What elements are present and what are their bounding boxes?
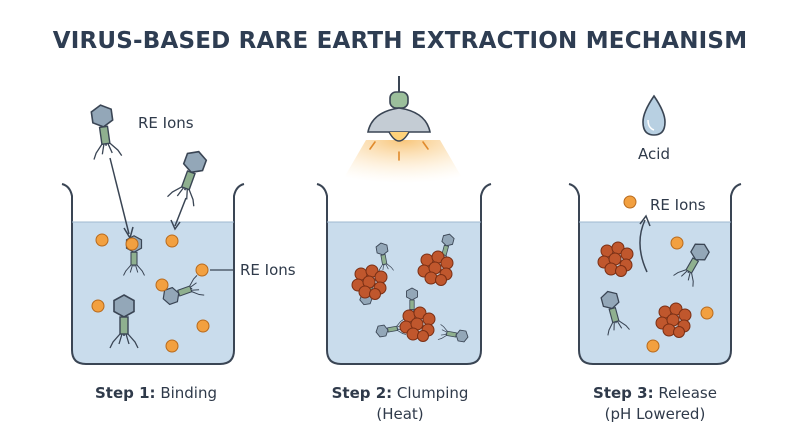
phage-icon — [166, 146, 213, 208]
re-ion — [700, 306, 714, 320]
bulb-icon — [388, 131, 410, 142]
re-ion — [125, 237, 139, 251]
acid-label: Acid — [638, 145, 670, 163]
re-ion-group — [91, 233, 210, 353]
re-ions-label: RE Ions — [138, 114, 194, 132]
arrow — [109, 157, 130, 235]
step-3-caption: Step 3: Release (pH Lowered) — [555, 383, 755, 425]
step-3-number: Step 3: — [593, 384, 654, 402]
step-3-text: Release — [658, 384, 717, 402]
step-3-subtext: (pH Lowered) — [604, 405, 706, 423]
beaker-step1 — [61, 183, 245, 365]
step-2-subtext: (Heat) — [376, 405, 424, 423]
step-2-number: Step 2: — [331, 384, 393, 402]
step-1-number: Step 1: — [94, 384, 156, 402]
re-ion — [165, 339, 179, 353]
re-ion — [623, 195, 637, 209]
lamp-shade-icon — [367, 107, 431, 133]
diagram-title: VIRUS-BASED RARE EARTH EXTRACTION MECHAN… — [52, 28, 748, 54]
acid-drop-icon — [642, 94, 666, 136]
re-ion — [195, 263, 209, 277]
re-ion — [155, 278, 169, 292]
re-ion — [165, 234, 179, 248]
re-ion — [91, 299, 105, 313]
step-2-text: Clumping — [396, 384, 469, 402]
heat-lamp — [338, 76, 468, 188]
lamp-cap-icon — [389, 91, 409, 109]
arrowhead-icon — [639, 214, 651, 227]
step-2-caption: Step 2: Clumping (Heat) — [300, 383, 500, 425]
re-ion — [196, 319, 210, 333]
arrowhead-icon — [170, 219, 181, 231]
step-1-text: Binding — [160, 384, 217, 402]
re-ions-label: RE Ions — [240, 261, 296, 279]
release-arrow — [639, 219, 648, 273]
re-ion — [670, 236, 684, 250]
re-ion-group — [623, 195, 714, 353]
re-ion — [95, 233, 109, 247]
phage-icon — [85, 102, 123, 161]
re-ion — [646, 339, 660, 353]
step-1-caption: Step 1: Binding — [56, 383, 256, 404]
arrow — [174, 197, 187, 227]
re-ions-label: RE Ions — [650, 196, 706, 214]
